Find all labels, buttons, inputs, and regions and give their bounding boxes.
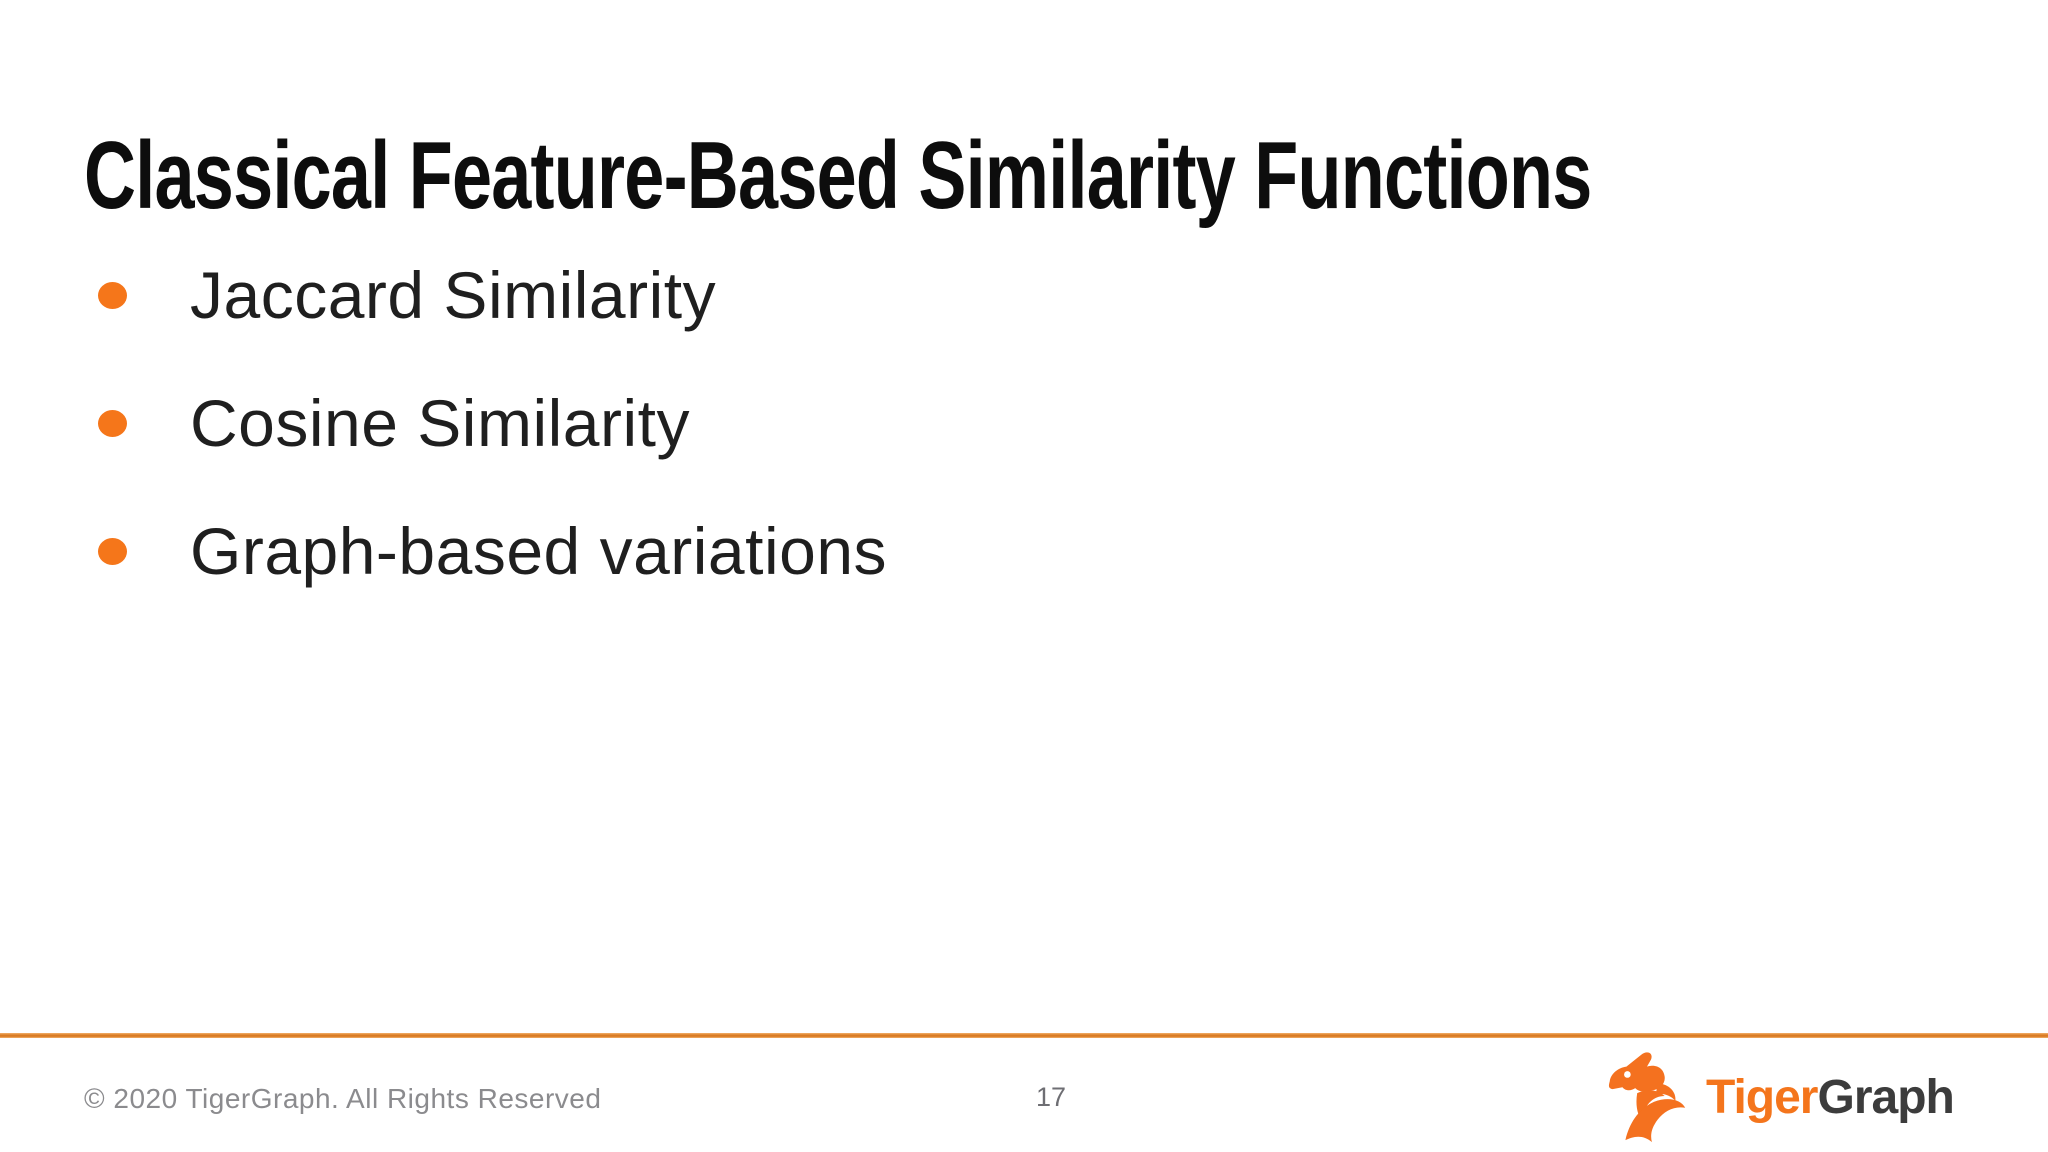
bullet-label: Cosine Similarity	[190, 386, 690, 460]
orange-bullet-icon	[98, 409, 127, 437]
list-item: Jaccard Similarity	[98, 249, 887, 341]
logo-text-tiger: Tiger	[1706, 1070, 1818, 1124]
orange-bullet-icon	[98, 281, 127, 309]
list-item: Cosine Similarity	[98, 377, 887, 469]
tiger-head-icon	[1608, 1052, 1686, 1143]
page-number: 17	[1036, 1082, 1067, 1112]
logo-text-graph: Graph	[1817, 1070, 1954, 1124]
page-title: Classical Feature-Based Similarity Funct…	[84, 122, 1592, 230]
footer-divider	[0, 1033, 2048, 1038]
tigergraph-logo: TigerGraph	[1596, 1048, 1955, 1146]
bullet-list: Jaccard Similarity Cosine Similarity Gra…	[98, 249, 887, 633]
bullet-label: Graph-based variations	[190, 514, 888, 588]
list-item: Graph-based variations	[98, 505, 887, 597]
copyright-text: © 2020 TigerGraph. All Rights Reserved	[84, 1083, 602, 1114]
bullet-label: Jaccard Similarity	[190, 258, 717, 332]
logo-wordmark: TigerGraph	[1706, 1070, 1955, 1125]
orange-bullet-icon	[98, 537, 127, 565]
